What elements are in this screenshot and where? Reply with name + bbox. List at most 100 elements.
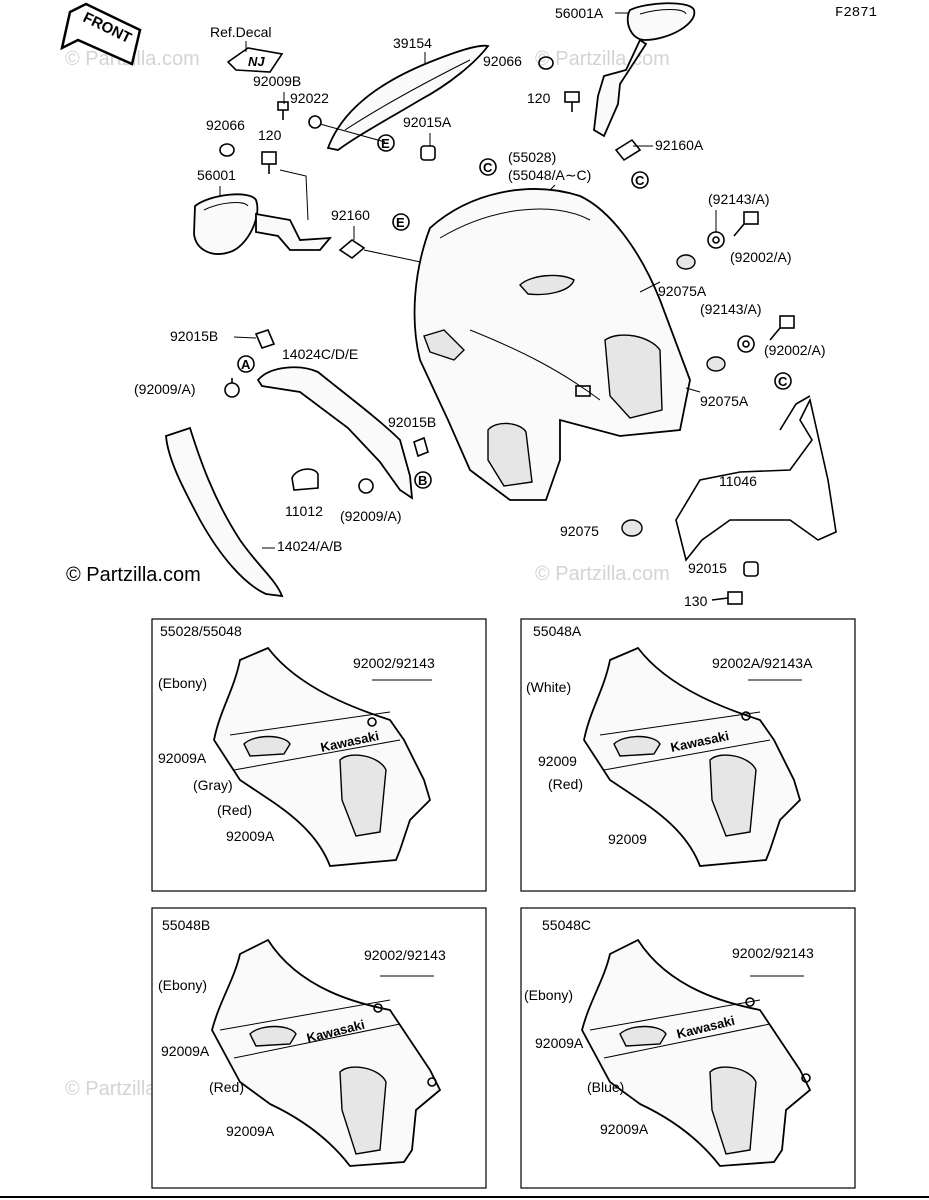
grommet-92075A-1 bbox=[676, 254, 696, 270]
bolt-92002A-2 bbox=[769, 315, 795, 341]
panel-fastener: 92002A/92143A bbox=[712, 655, 813, 671]
clip-92015B-1 bbox=[254, 329, 276, 349]
decal-part: NJ bbox=[226, 47, 284, 73]
label-92002A-2: (92002/A) bbox=[764, 342, 825, 358]
panel-color-top: (Ebony) bbox=[524, 987, 573, 1003]
grommet-92066-top bbox=[538, 56, 554, 70]
bolt-120-top bbox=[564, 91, 580, 112]
label-92143A-1: (92143/A) bbox=[708, 191, 769, 207]
label-130: 130 bbox=[684, 593, 708, 609]
panel-title: 55028/55048 bbox=[160, 623, 242, 639]
panel-title: 55048C bbox=[542, 917, 591, 933]
label-56001: 56001 bbox=[197, 167, 236, 183]
screw-92009A-1 bbox=[224, 378, 240, 398]
callout-B-2: B bbox=[414, 471, 432, 489]
label-ref-decal: Ref.Decal bbox=[210, 24, 271, 40]
bolt-120 bbox=[261, 151, 277, 174]
label-92009B: 92009B bbox=[253, 73, 301, 89]
label-92015A: 92015A bbox=[403, 114, 452, 130]
label-92009A-1: (92009/A) bbox=[134, 381, 195, 397]
label-92066: 92066 bbox=[206, 117, 245, 133]
label-39154: 39154 bbox=[393, 35, 432, 51]
panel-clip-lower: 92009A bbox=[226, 828, 275, 844]
side-cover-14024AB bbox=[165, 426, 284, 598]
panel-clip-upper: 92009A bbox=[158, 750, 207, 766]
panel-fastener: 92002/92143 bbox=[732, 945, 814, 961]
panel-lower: (Red) bbox=[209, 1079, 244, 1095]
panel-clip-upper: 92009 bbox=[538, 753, 577, 769]
washer-92143A-2 bbox=[737, 335, 755, 353]
label-55028: (55028) bbox=[508, 149, 556, 165]
screw-92009A-2 bbox=[358, 478, 374, 494]
callout-C-1: C bbox=[479, 158, 497, 176]
label-14024CDE: 14024C/D/E bbox=[282, 346, 358, 362]
panel-55048B: 55048B Kawasaki (Ebony) 92002/92143 9200… bbox=[151, 907, 487, 1189]
mirror-left-part bbox=[193, 193, 333, 255]
grommet-92075A-2 bbox=[706, 356, 726, 372]
washer-92022 bbox=[308, 115, 322, 129]
panel-55048A: 55048A Kawasaki (White) 92002A/92143A 92… bbox=[520, 618, 856, 892]
label-92009A-2: (92009/A) bbox=[340, 508, 401, 524]
bolt-130 bbox=[711, 591, 743, 605]
stay-11046 bbox=[675, 395, 837, 562]
fairing-variant: Kawasaki bbox=[583, 646, 802, 867]
label-92160A: 92160A bbox=[655, 137, 704, 153]
label-11012: 11012 bbox=[285, 503, 323, 519]
label-92015B-2: 92015B bbox=[388, 414, 436, 430]
fairing-variant: Kawasaki bbox=[581, 938, 812, 1167]
svg-text:B: B bbox=[418, 473, 427, 488]
bracket-92160A bbox=[614, 138, 642, 162]
grommet-92066 bbox=[219, 143, 235, 157]
label-92160: 92160 bbox=[331, 207, 370, 223]
label-92002A-1: (92002/A) bbox=[730, 249, 791, 265]
panel-clip-upper: 92009A bbox=[535, 1035, 584, 1051]
label-92066-top: 92066 bbox=[483, 53, 522, 69]
panel-fastener: 92002/92143 bbox=[364, 947, 446, 963]
screw-92009B bbox=[277, 101, 289, 120]
panel-55028-55048: 55028/55048 Kawasaki (Ebony) 92002/92143… bbox=[151, 618, 487, 892]
panel-lower: (Red) bbox=[548, 776, 583, 792]
panel-color-top: (Ebony) bbox=[158, 977, 207, 993]
bracket-11012 bbox=[291, 468, 319, 491]
callout-C-3: C bbox=[774, 372, 792, 390]
panel-clip-lower: 92009A bbox=[226, 1123, 275, 1139]
washer-92143A-1 bbox=[707, 231, 725, 249]
svg-text:E: E bbox=[381, 136, 390, 151]
panel-clip-lower: 92009A bbox=[600, 1121, 649, 1137]
panel-lower: (Blue) bbox=[587, 1079, 624, 1095]
copyright-text: © Partzilla.com bbox=[66, 564, 201, 586]
label-92075A-1: 92075A bbox=[658, 283, 707, 299]
nut-92015A bbox=[420, 145, 436, 161]
label-56001A: 56001A bbox=[555, 5, 604, 21]
svg-text:C: C bbox=[778, 374, 788, 389]
callout-C-2: C bbox=[631, 171, 649, 189]
label-92075: 92075 bbox=[560, 523, 599, 539]
label-120: 120 bbox=[258, 127, 282, 143]
fairing-variant: Kawasaki bbox=[211, 938, 442, 1167]
label-55048: (55048/A∼C) bbox=[508, 167, 591, 183]
panel-fastener: 92002/92143 bbox=[353, 655, 435, 671]
watermark-top-right: © Partzilla.com bbox=[535, 48, 670, 70]
panel-clip-lower: 92009 bbox=[608, 831, 647, 847]
bracket-92160 bbox=[338, 239, 366, 259]
svg-text:E: E bbox=[396, 215, 405, 230]
label-92015B-1: 92015B bbox=[170, 328, 218, 344]
bolt-92002A-1 bbox=[733, 211, 759, 237]
panel-stripe: (Gray) bbox=[193, 777, 233, 793]
callout-A-2: A bbox=[237, 355, 255, 373]
panel-title: 55048B bbox=[162, 917, 210, 933]
figure-code: F2871 bbox=[835, 5, 877, 21]
panel-color-top: (Ebony) bbox=[158, 675, 207, 691]
svg-text:C: C bbox=[483, 160, 493, 175]
panel-clip-upper: 92009A bbox=[161, 1043, 210, 1059]
upper-fairing-part bbox=[413, 188, 691, 501]
nut-92015 bbox=[743, 561, 759, 577]
svg-text:C: C bbox=[635, 173, 645, 188]
label-92143A-2: (92143/A) bbox=[700, 301, 761, 317]
panel-lower: (Red) bbox=[217, 802, 252, 818]
watermark-mid-right: © Partzilla.com bbox=[535, 563, 670, 585]
panel-55048C: 55048C Kawasaki (Ebony) 92002/92143 9200… bbox=[520, 907, 856, 1189]
callout-E-2: E bbox=[392, 213, 410, 231]
panel-color-top: (White) bbox=[526, 679, 571, 695]
